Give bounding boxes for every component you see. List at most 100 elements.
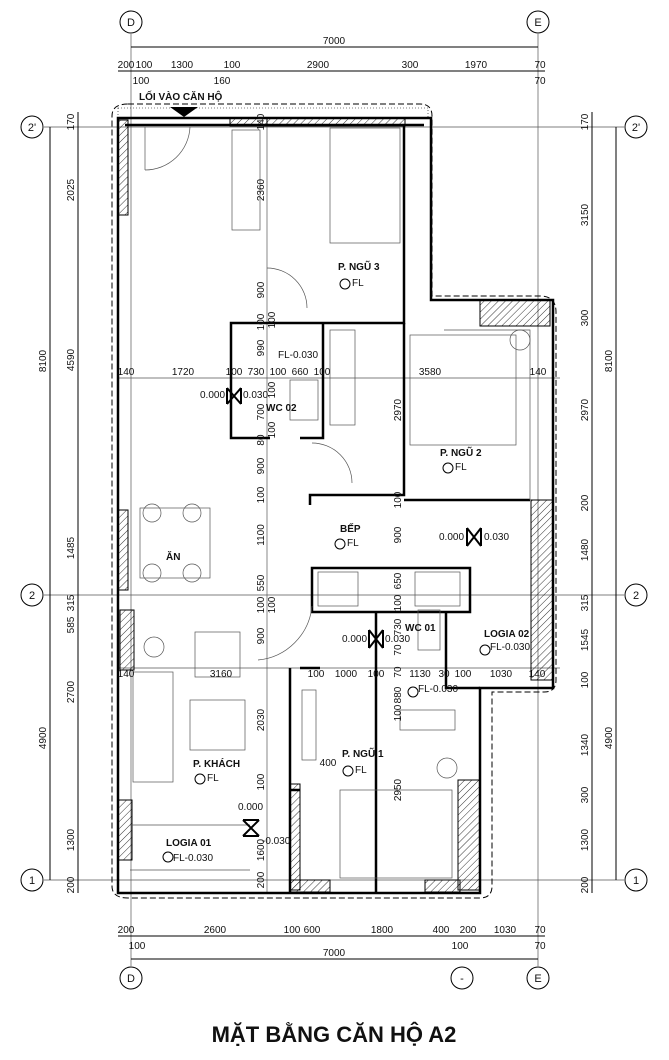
- grid-bubble-D-top: D: [119, 10, 143, 34]
- svg-text:3160: 3160: [210, 669, 233, 680]
- svg-text:FL-0.030: FL-0.030: [418, 684, 458, 695]
- svg-text:100: 100: [455, 669, 472, 680]
- svg-text:100: 100: [256, 596, 267, 613]
- svg-text:200: 200: [460, 925, 477, 936]
- svg-text:170: 170: [66, 113, 77, 130]
- svg-text:4590: 4590: [66, 348, 77, 371]
- svg-text:1970: 1970: [465, 60, 488, 71]
- walls: [116, 116, 555, 895]
- room-logia-02: LOGIA 02 FL-0.030 0.000 0.030: [439, 527, 530, 656]
- svg-text:E: E: [534, 17, 541, 29]
- svg-text:730: 730: [248, 367, 265, 378]
- svg-text:70: 70: [393, 644, 404, 656]
- svg-text:140: 140: [530, 367, 547, 378]
- svg-text:2030: 2030: [256, 708, 267, 731]
- svg-text:FL: FL: [455, 462, 467, 473]
- svg-text:D: D: [127, 17, 135, 29]
- svg-text:0.030: 0.030: [385, 634, 410, 645]
- grid-bubble-2prime-right: 2': [624, 115, 648, 139]
- svg-text:4900: 4900: [604, 726, 615, 749]
- svg-text:100: 100: [267, 596, 278, 613]
- grid-bubble-1-right: 1: [624, 868, 648, 892]
- svg-text:700: 700: [256, 403, 267, 420]
- svg-text:70: 70: [393, 666, 404, 678]
- svg-text:2600: 2600: [204, 925, 227, 936]
- room-wc-01: WC 01 0.000 0.030 FL-0.030: [342, 623, 458, 698]
- svg-text:900: 900: [256, 457, 267, 474]
- grid-bubble-dash-bottom: -: [450, 966, 474, 990]
- svg-text:-0.030: -0.030: [262, 836, 291, 847]
- svg-text:200: 200: [118, 60, 135, 71]
- svg-text:P. KHÁCH: P. KHÁCH: [193, 757, 240, 770]
- svg-text:100: 100: [129, 941, 146, 952]
- room-logia-01: LOGIA 01 FL-0.030 0.000 -0.030: [162, 802, 291, 864]
- svg-text:1800: 1800: [371, 925, 394, 936]
- entrance-arrow-icon: [170, 107, 198, 117]
- svg-text:E: E: [534, 973, 541, 985]
- grid-bubble-E-bottom: E: [526, 966, 550, 990]
- svg-text:0.000: 0.000: [200, 390, 225, 401]
- svg-text:8100: 8100: [38, 349, 49, 372]
- svg-text:1030: 1030: [494, 925, 517, 936]
- svg-text:100: 100: [314, 367, 331, 378]
- svg-text:140: 140: [529, 669, 546, 680]
- svg-text:D: D: [127, 973, 135, 985]
- svg-text:100: 100: [452, 941, 469, 952]
- svg-text:P. NGŨ 3: P. NGŨ 3: [338, 260, 380, 273]
- svg-text:900: 900: [393, 526, 404, 543]
- grid-bubble-2prime-left: 2': [20, 115, 44, 139]
- svg-text:1480: 1480: [580, 538, 591, 561]
- svg-text:100: 100: [224, 60, 241, 71]
- svg-text:315: 315: [66, 594, 77, 611]
- svg-text:100: 100: [256, 313, 267, 330]
- grid-bubble-1-left: 1: [20, 868, 44, 892]
- svg-text:400: 400: [433, 925, 450, 936]
- svg-text:200: 200: [118, 925, 135, 936]
- svg-text:2700: 2700: [66, 680, 77, 703]
- bottom-dimensions: 200 2600 100 600 1800 400 200 1030 70 10…: [118, 925, 546, 960]
- left-dimensions: 8100 4900 170 2025 4590 1485 315 585 270…: [38, 112, 79, 893]
- svg-text:900: 900: [256, 281, 267, 298]
- svg-text:4900: 4900: [38, 726, 49, 749]
- svg-text:FL: FL: [347, 538, 359, 549]
- svg-text:100: 100: [308, 669, 325, 680]
- svg-text:100: 100: [393, 491, 404, 508]
- svg-text:100: 100: [267, 421, 278, 438]
- svg-text:300: 300: [580, 309, 591, 326]
- svg-text:100: 100: [226, 367, 243, 378]
- svg-text:200: 200: [580, 494, 591, 511]
- svg-text:100: 100: [270, 367, 287, 378]
- svg-text:140: 140: [256, 113, 267, 130]
- svg-text:200: 200: [580, 876, 591, 893]
- svg-text:100: 100: [256, 773, 267, 790]
- svg-text:2025: 2025: [66, 178, 77, 201]
- svg-text:0.030: 0.030: [484, 532, 509, 543]
- svg-text:880: 880: [393, 686, 404, 703]
- svg-text:2': 2': [28, 122, 36, 134]
- svg-text:300: 300: [402, 60, 419, 71]
- svg-text:200: 200: [66, 876, 77, 893]
- svg-text:1545: 1545: [580, 628, 591, 651]
- svg-text:900: 900: [256, 627, 267, 644]
- svg-text:160: 160: [214, 76, 231, 87]
- svg-text:100: 100: [267, 311, 278, 328]
- svg-text:100: 100: [393, 594, 404, 611]
- room-kitchen: BẾP FL: [334, 522, 361, 550]
- svg-text:70: 70: [534, 925, 546, 936]
- svg-text:2360: 2360: [256, 178, 267, 201]
- svg-text:7000: 7000: [323, 36, 346, 47]
- svg-text:400: 400: [320, 758, 337, 769]
- svg-text:100: 100: [136, 60, 153, 71]
- svg-text:WC 01: WC 01: [405, 623, 436, 634]
- grid-bubble-D-bottom: D: [119, 966, 143, 990]
- svg-text:100: 100: [267, 381, 278, 398]
- svg-text:70: 70: [534, 60, 546, 71]
- room-bedroom-1: P. NGŨ 1 FL: [342, 747, 384, 777]
- svg-text:FL-0.030: FL-0.030: [173, 853, 213, 864]
- svg-text:1300: 1300: [171, 60, 194, 71]
- svg-text:80: 80: [256, 434, 267, 446]
- svg-text:2': 2': [632, 122, 640, 134]
- svg-text:600: 600: [304, 925, 321, 936]
- svg-text:1030: 1030: [490, 669, 513, 680]
- top-dimensions: 7000 200 100 1300 100 2900 300 1970 70 1…: [118, 36, 546, 87]
